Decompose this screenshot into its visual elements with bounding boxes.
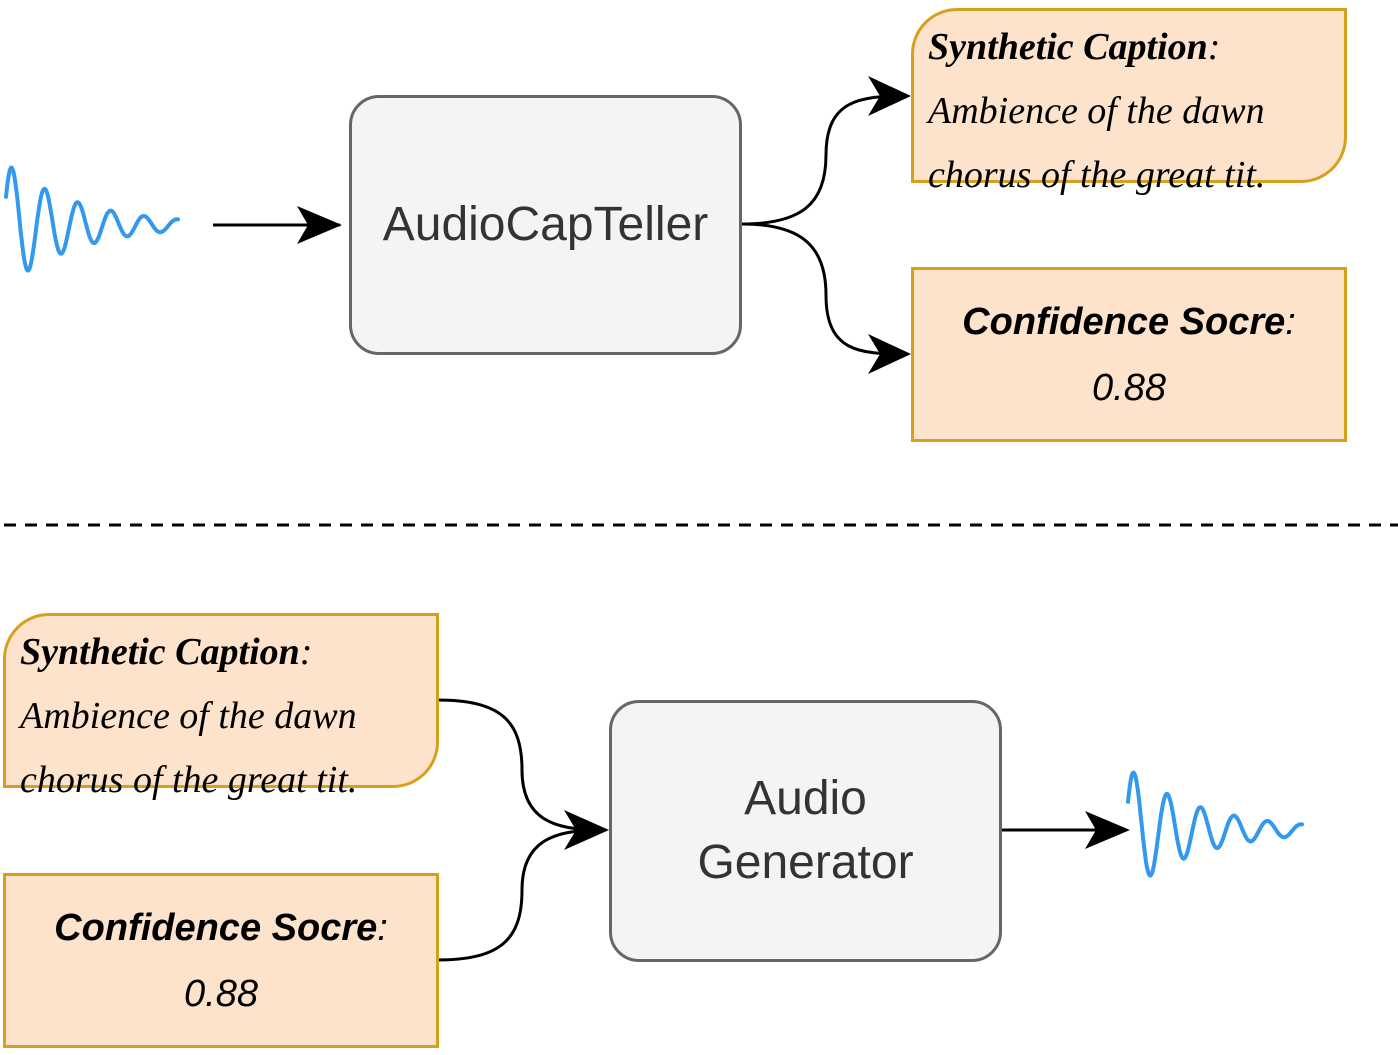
caption-title: Synthetic Caption — [20, 631, 300, 673]
output-waveform-icon — [1126, 770, 1304, 878]
caption-line-2: chorus of the great tit. — [20, 759, 358, 801]
arrowhead — [564, 810, 609, 850]
caption-title: Synthetic Caption — [928, 26, 1208, 68]
audiocapteller-label: AudioCapTeller — [382, 198, 709, 251]
caption-line-2: chorus of the great tit. — [928, 154, 1266, 196]
confidence-score-box-bottom: Confidence Socre: 0.88 — [3, 873, 439, 1048]
audiocapteller-box: AudioCapTeller — [349, 95, 742, 355]
audio-generator-line-1: Audio — [744, 772, 867, 825]
caption-line-1: Ambience of the dawn — [928, 90, 1265, 132]
synthetic-caption-note-bottom: Synthetic Caption: Ambience of the dawn … — [3, 613, 439, 801]
arrow-captioner-to-caption — [741, 94, 906, 226]
arrowhead — [868, 76, 911, 116]
arrowhead — [297, 206, 342, 244]
score-title: Confidence Socre — [962, 300, 1286, 343]
synthetic-caption-note-top: Synthetic Caption: Ambience of the dawn … — [911, 8, 1347, 196]
arrowhead — [868, 334, 911, 374]
caption-line-1: Ambience of the dawn — [20, 695, 357, 737]
score-value: 0.88 — [1092, 366, 1166, 409]
audio-generator-box: Audio Generator — [609, 700, 1002, 962]
arrow-score-to-generator — [436, 828, 601, 962]
arrowhead — [1085, 811, 1130, 849]
score-title: Confidence Socre — [54, 906, 378, 949]
arrow-captioner-to-score — [741, 222, 906, 356]
input-waveform-icon — [4, 165, 180, 273]
score-value: 0.88 — [184, 972, 258, 1015]
arrow-caption-to-generator — [436, 698, 601, 832]
confidence-score-box-top: Confidence Socre: 0.88 — [911, 267, 1347, 442]
audio-generator-line-2: Generator — [697, 836, 914, 889]
